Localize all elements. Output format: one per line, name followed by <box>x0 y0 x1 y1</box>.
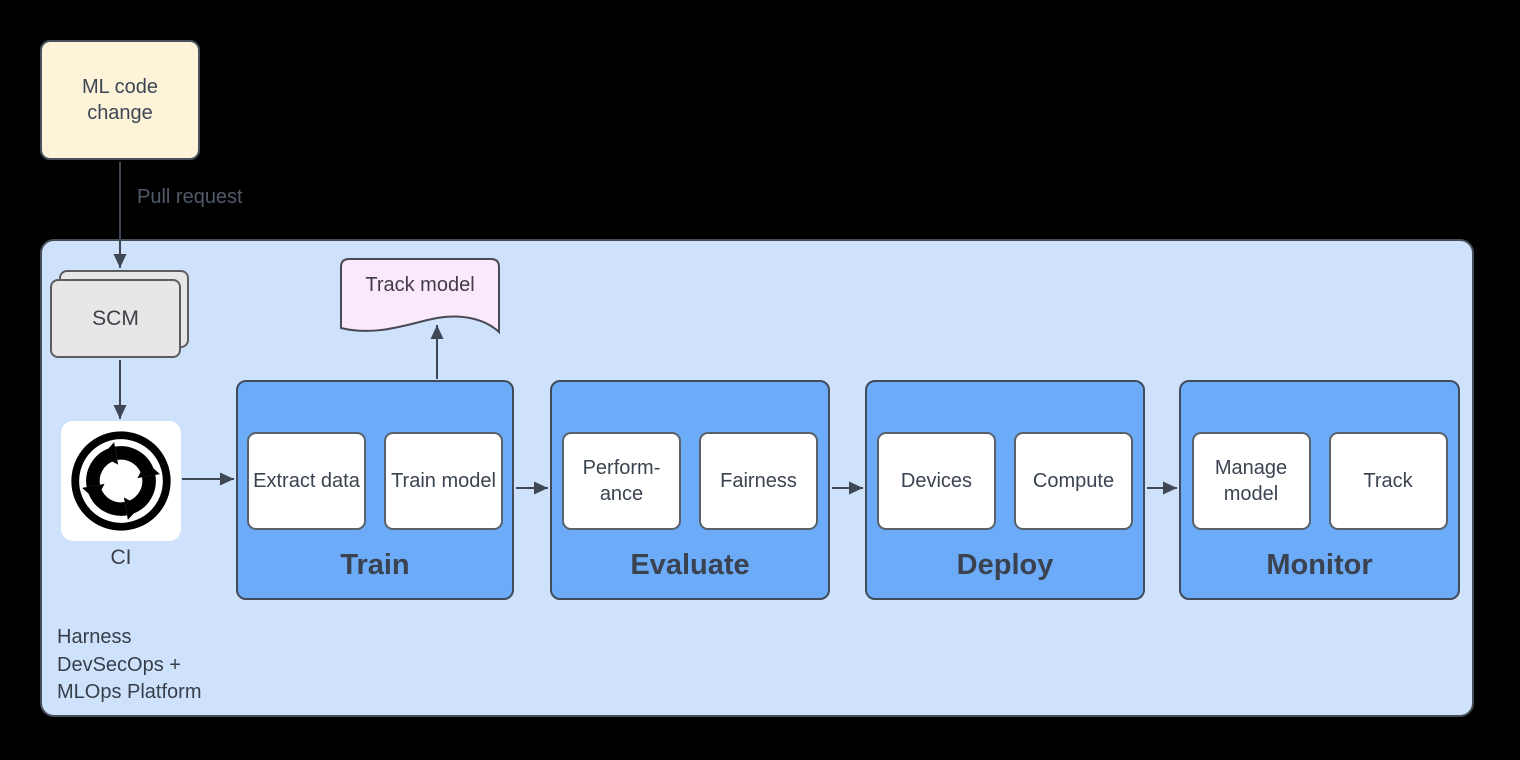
step-extract-data: Extract data <box>247 432 366 530</box>
step-performance: Perform-ance <box>562 432 681 530</box>
step-train-model: Train model <box>384 432 503 530</box>
track-model-document-shape <box>340 258 500 335</box>
step-track: Track <box>1328 432 1448 530</box>
stage-deploy: Devices Compute Deploy <box>865 380 1145 600</box>
step-compute: Compute <box>1014 432 1133 530</box>
ci-node <box>61 421 181 541</box>
ml-code-change-label: ML code change <box>82 76 158 124</box>
step-devices-label: Devices <box>900 470 973 492</box>
step-train-model-label: Train model <box>391 470 496 492</box>
step-fairness-label: Fairness <box>720 470 797 492</box>
ci-label: CI <box>110 546 132 569</box>
platform-label: Harness DevSecOps + MLOps Platform <box>57 626 202 704</box>
ml-code-change-node: ML code change <box>40 40 200 160</box>
stage-evaluate-title: Evaluate <box>630 549 750 581</box>
step-fairness: Fairness <box>699 432 818 530</box>
step-extract-data-label: Extract data <box>253 470 360 492</box>
step-devices: Devices <box>877 432 996 530</box>
stage-train: Extract data Train model Train <box>236 380 514 600</box>
pull-request-edge-label: Pull request <box>137 186 243 208</box>
scm-node: SCM <box>50 279 181 358</box>
scm-label: SCM <box>92 306 139 330</box>
stage-deploy-title: Deploy <box>956 549 1054 581</box>
step-manage-model-label: Manage model <box>1214 457 1288 505</box>
stage-train-title: Train <box>340 549 410 581</box>
step-track-label: Track <box>1363 470 1413 492</box>
stage-monitor-title: Monitor <box>1266 549 1373 581</box>
continuous-integration-icon <box>71 431 171 531</box>
stage-evaluate: Perform-ance Fairness Evaluate <box>550 380 830 600</box>
track-model-label: Track model <box>365 274 475 296</box>
step-compute-label: Compute <box>1032 470 1115 492</box>
stage-monitor: Manage model Track Monitor <box>1179 380 1460 600</box>
step-performance-label: Perform-ance <box>582 457 661 505</box>
step-manage-model: Manage model <box>1191 432 1311 530</box>
